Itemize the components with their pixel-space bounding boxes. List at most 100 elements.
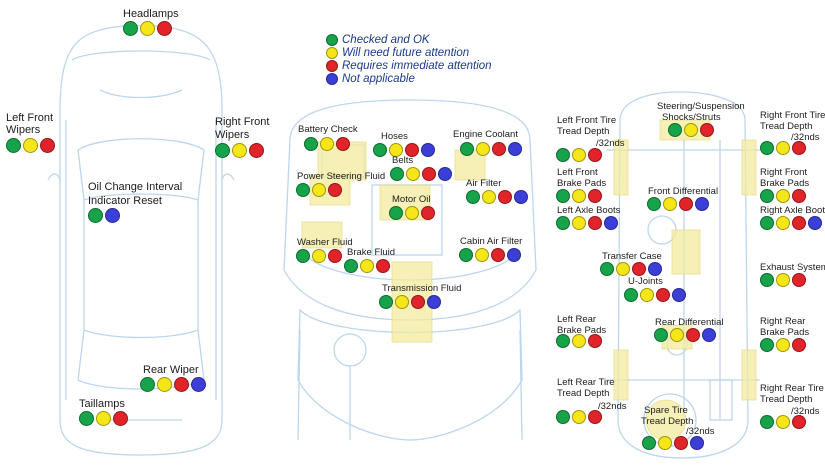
headlamps-label: Headlamps (123, 8, 179, 20)
status-dot-blue (438, 167, 452, 181)
status-dot-yellow (140, 21, 155, 36)
rear-diff-label: Rear Differential (655, 317, 724, 328)
status-dot-yellow (312, 249, 326, 263)
status-dot-green (760, 415, 774, 429)
legend-dot-red (326, 59, 338, 72)
legend-dot-yellow (326, 46, 338, 59)
status-dot-yellow (640, 288, 654, 302)
u-joints-label: U-Joints (628, 276, 663, 287)
status-dot-red (588, 148, 602, 162)
status-dot-yellow (776, 273, 790, 287)
lr-brake-status (556, 334, 602, 348)
status-dot-green (556, 189, 570, 203)
status-dot-red (376, 259, 390, 273)
cabin-air-filter-status (459, 248, 521, 262)
status-dot-green (760, 338, 774, 352)
car-body-outline (59, 24, 223, 456)
status-dot-yellow (96, 411, 111, 426)
legend-label: Checked and OK (342, 33, 430, 46)
status-dot-red (421, 206, 435, 220)
status-dot-green (390, 167, 404, 181)
spare-label-1: Spare Tire (644, 405, 688, 416)
status-dot-blue (648, 262, 662, 276)
status-dot-red (588, 334, 602, 348)
left-front-wipers-label-1: Left Front (6, 112, 54, 124)
oil-change-status (88, 208, 120, 223)
right-front-wipers-status (215, 143, 264, 158)
status-dot-green (140, 377, 155, 392)
status-dot-red (411, 295, 425, 309)
status-dot-green (760, 189, 774, 203)
status-dot-yellow (360, 259, 374, 273)
status-dot-blue (695, 197, 709, 211)
status-dot-blue (702, 328, 716, 342)
status-dot-blue (507, 248, 521, 262)
status-dot-green (647, 197, 661, 211)
status-dot-blue (672, 288, 686, 302)
status-dot-yellow (389, 143, 403, 157)
status-dot-blue (690, 436, 704, 450)
air-filter-label: Air Filter (466, 178, 502, 189)
status-dot-yellow (232, 143, 247, 158)
status-dot-blue (808, 216, 822, 230)
status-dot-green (296, 249, 310, 263)
status-dot-red (792, 273, 806, 287)
cabin-air-filter-label: Cabin Air Filter (460, 236, 523, 247)
lr-tire-unit: /32nds (598, 401, 627, 412)
status-dot-blue (421, 143, 435, 157)
transfer-case-label: Transfer Case (602, 251, 662, 262)
steering-label-2: Shocks/Struts (662, 112, 721, 123)
rear-wiper-label: Rear Wiper (143, 364, 199, 376)
belts-label: Belts (392, 155, 414, 166)
status-dot-green (760, 273, 774, 287)
status-dot-yellow (157, 377, 172, 392)
status-dot-green (459, 248, 473, 262)
status-dot-yellow (312, 183, 326, 197)
status-dot-green (466, 190, 480, 204)
transfer-case-status (600, 262, 662, 276)
status-dot-yellow (776, 338, 790, 352)
legend-item-future: Will need future attention (326, 46, 492, 59)
status-dot-red (679, 197, 693, 211)
lr-brake-label-1: Left Rear (557, 314, 597, 325)
status-dot-green (460, 142, 474, 156)
status-dot-red (792, 415, 806, 429)
right-front-wipers-label-2: Wipers (215, 129, 250, 141)
spare-status (642, 436, 704, 450)
legend-label: Requires immediate attention (342, 59, 492, 72)
steering-label-1: Steering/Suspension (657, 101, 745, 112)
rf-brake-label-1: Right Front (760, 167, 807, 178)
status-dot-yellow (482, 190, 496, 204)
status-dot-red (656, 288, 670, 302)
status-dot-red (328, 183, 342, 197)
taillamps-status (79, 411, 128, 426)
legend-label: Not applicable (342, 72, 415, 85)
status-dot-yellow (395, 295, 409, 309)
status-dot-red (113, 411, 128, 426)
right-axle-label: Right Axle Boots (760, 205, 825, 216)
status-dot-yellow (572, 410, 586, 424)
status-dot-red (792, 216, 806, 230)
headlamps-status (123, 21, 172, 36)
rf-brake-status (760, 189, 806, 203)
rr-brake-label-1: Right Rear (760, 316, 806, 327)
status-dot-green (304, 137, 318, 151)
status-dot-yellow (684, 123, 698, 137)
battery-check-status (304, 137, 350, 151)
u-joints-status (624, 288, 686, 302)
rear-diff-status (654, 328, 716, 342)
rr-brake-status (760, 338, 806, 352)
status-dot-green (600, 262, 614, 276)
status-dot-green (373, 143, 387, 157)
status-dot-red (792, 141, 806, 155)
status-dot-green (556, 410, 570, 424)
power-steering-status (296, 183, 342, 197)
status-dot-blue (514, 190, 528, 204)
status-dot-green (389, 206, 403, 220)
rf-tire-label-2: Tread Depth (760, 121, 813, 132)
right-axle-status (760, 216, 822, 230)
status-dot-red (491, 248, 505, 262)
right-front-wipers-label-1: Right Front (215, 116, 270, 128)
status-dot-red (686, 328, 700, 342)
